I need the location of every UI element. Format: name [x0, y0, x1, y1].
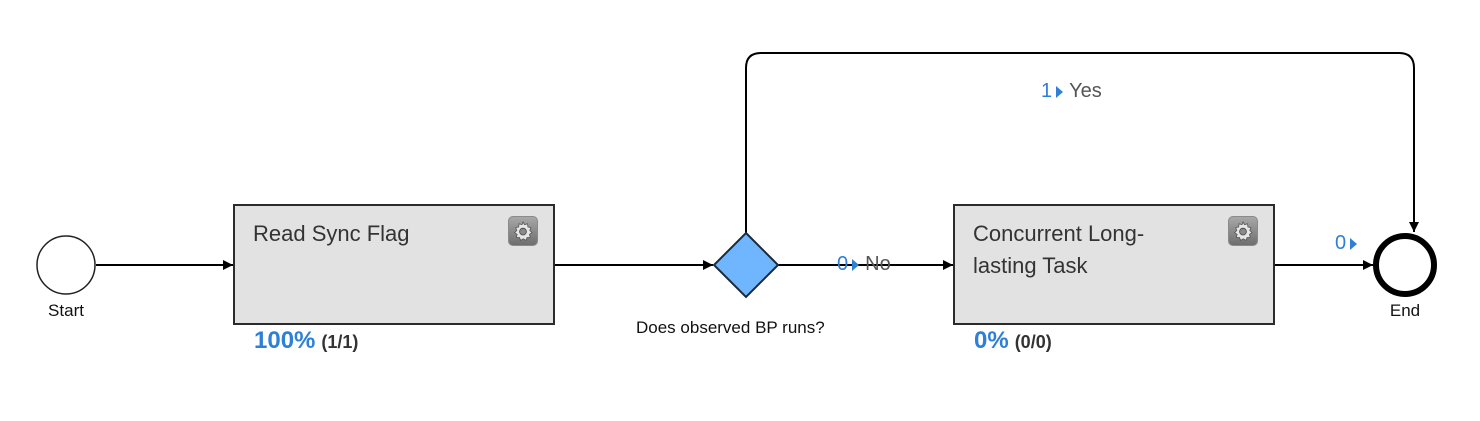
progress-percent: 0%	[974, 327, 1009, 354]
flow-count: 0	[1335, 232, 1347, 254]
flow-name: No	[865, 253, 891, 275]
task-settings-button[interactable]	[1228, 216, 1258, 246]
progress-percent: 100%	[254, 327, 316, 354]
task-read-sync-flag[interactable]: Read Sync Flag	[233, 204, 555, 325]
progress-count: (0/0)	[1014, 332, 1052, 352]
triangle-right-icon	[1350, 237, 1358, 250]
start-label: Start	[48, 301, 84, 320]
end-label: End	[1389, 301, 1421, 320]
progress-count: (1/1)	[321, 332, 359, 352]
gear-icon	[512, 220, 534, 242]
flow-label-to-end: 0	[1335, 232, 1363, 255]
end-event[interactable]	[1373, 233, 1437, 297]
task2-progress: 0%(0/0)	[974, 327, 1052, 355]
triangle-right-icon	[1056, 85, 1064, 98]
task-label: Concurrent Long- lasting Task	[973, 221, 1145, 278]
gear-icon	[1232, 220, 1254, 242]
task-label: Read Sync Flag	[253, 221, 410, 246]
flow-name: Yes	[1069, 80, 1102, 102]
task-concurrent-long-lasting[interactable]: Concurrent Long- lasting Task	[953, 204, 1275, 325]
flow-count: 1	[1041, 80, 1053, 102]
flow-count: 0	[837, 253, 849, 275]
triangle-right-icon	[852, 258, 860, 271]
start-event[interactable]	[36, 235, 96, 295]
flow-gateway-yes[interactable]	[745, 52, 1419, 233]
gateway-label: Does observed BP runs?	[636, 318, 825, 337]
flow-label-no: 0 No	[837, 253, 891, 276]
task-settings-button[interactable]	[508, 216, 538, 246]
task1-progress: 100%(1/1)	[254, 327, 358, 355]
exclusive-gateway[interactable]	[712, 231, 780, 299]
flow-label-yes: 1 Yes	[1041, 80, 1102, 103]
